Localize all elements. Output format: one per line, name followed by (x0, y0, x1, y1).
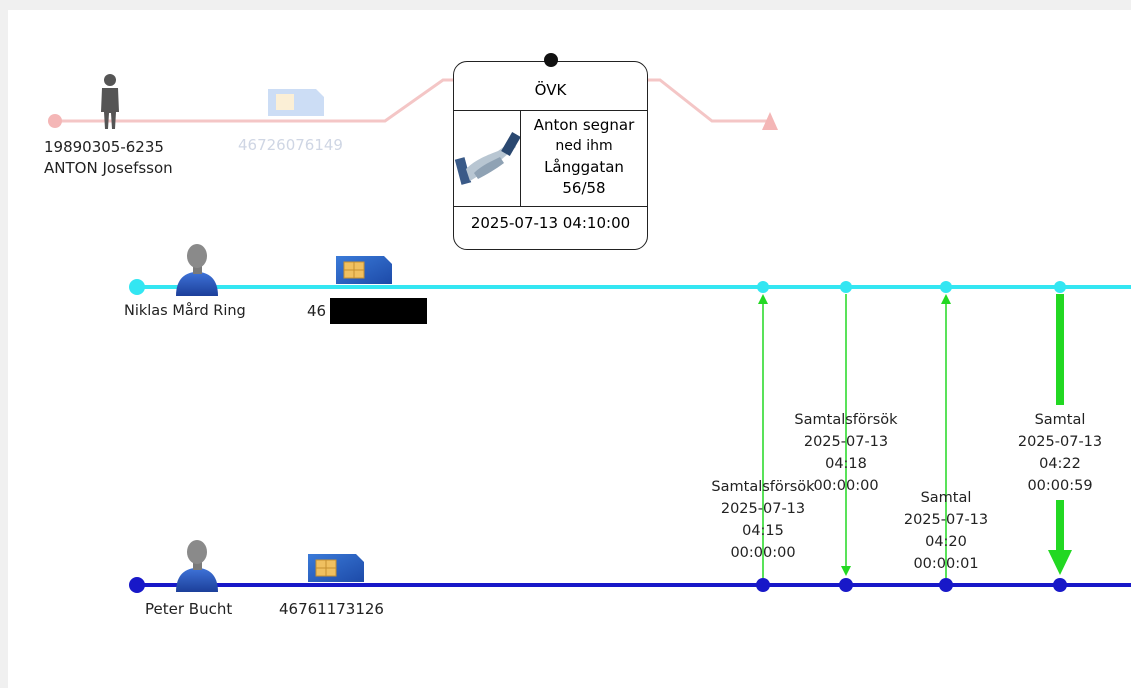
event-label-4[interactable]: Samtal 2025-07-13 04:22 00:00:59 (1007, 409, 1113, 497)
event-arrow-4[interactable] (1048, 294, 1072, 575)
ovk-description: Anton segnar ned ihm Långgatan 56/58 (521, 115, 647, 199)
anton-name: ANTON Josefsson (44, 159, 173, 177)
ovk-description-line: 56/58 (562, 179, 606, 197)
event-duration: 00:00:59 (1027, 478, 1093, 494)
niklas-timeline (129, 279, 1131, 295)
event-label-1[interactable]: Samtalsförsök 2025-07-13 04:15 00:00:00 (700, 476, 826, 564)
event-duration: 00:00:00 (730, 545, 796, 561)
peter-timeline (129, 577, 1131, 593)
ovk-description-line: Långgatan (544, 158, 624, 176)
event-duration: 00:00:01 (913, 556, 979, 572)
ovk-anchor-dot (544, 53, 558, 67)
ovk-content: Anton segnar ned ihm Långgatan 56/58 (454, 110, 647, 207)
anton-sim-icon (268, 89, 324, 116)
event-type: Samtal (1034, 412, 1086, 428)
niklas-sim-icon[interactable] (336, 256, 392, 284)
event-duration: 00:00:00 (813, 478, 879, 494)
redaction-bar (330, 298, 427, 324)
event-time: 04:22 (1039, 456, 1081, 472)
niklas-name: Niklas Mård Ring (124, 303, 246, 319)
person-silhouette-icon (101, 74, 119, 129)
event-label-2[interactable]: Samtalsförsök 2025-07-13 04:18 00:00:00 (783, 409, 909, 497)
niklas-person-icon[interactable] (176, 244, 218, 296)
event-type: Samtalsförsök (711, 479, 815, 495)
anton-id-number: 19890305-6235 (44, 138, 164, 156)
peter-sim-icon[interactable] (308, 554, 364, 582)
event-arrow-1[interactable] (758, 294, 768, 578)
event-date: 2025-07-13 (903, 512, 989, 528)
ovk-description-line: ned ihm (555, 138, 613, 154)
event-date: 2025-07-13 (1017, 434, 1103, 450)
event-time: 04:15 (742, 523, 784, 539)
ovk-description-line: Anton segnar (533, 116, 635, 134)
ovk-datetime: 2025-07-13 04:10:00 (470, 214, 631, 232)
handshake-icon (454, 111, 521, 206)
event-time: 04:20 (925, 534, 967, 550)
event-arrow-3[interactable] (941, 294, 951, 578)
ovk-event-card[interactable]: ÖVK Anton segnar ned ihm Långgatan 56/58… (453, 53, 648, 250)
peter-name: Peter Bucht (145, 600, 233, 618)
ovk-title: ÖVK (534, 81, 567, 99)
event-type: Samtalsförsök (794, 412, 898, 428)
event-date: 2025-07-13 (720, 501, 806, 517)
event-type: Samtal (920, 490, 972, 506)
event-label-3[interactable]: Samtal 2025-07-13 04:20 00:00:01 (893, 487, 999, 575)
anton-phone: 46726076149 (238, 136, 343, 154)
event-time: 04:18 (825, 456, 867, 472)
peter-person-icon[interactable] (176, 540, 218, 592)
peter-phone: 46761173126 (279, 600, 384, 618)
niklas-phone: 46 (307, 302, 327, 320)
event-arrow-2[interactable] (841, 294, 851, 576)
event-date: 2025-07-13 (803, 434, 889, 450)
